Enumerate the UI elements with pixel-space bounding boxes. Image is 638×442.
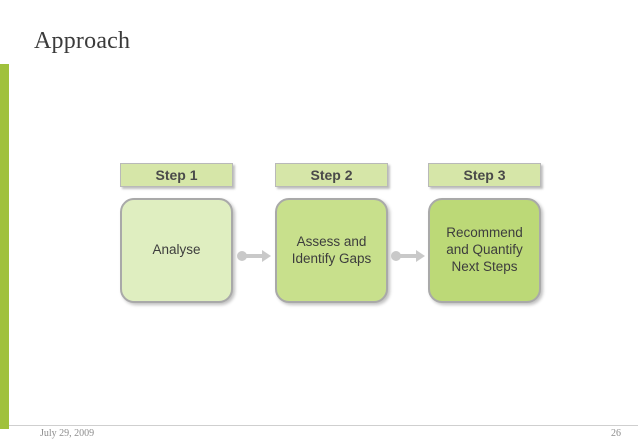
step-1-box: Analyse bbox=[120, 198, 233, 303]
arrow-step2-to-step3 bbox=[391, 250, 425, 262]
step-3-header: Step 3 bbox=[428, 163, 541, 187]
step-2-header: Step 2 bbox=[275, 163, 388, 187]
step-2-label: Assess and Identify Gaps bbox=[291, 233, 372, 266]
arrow-line-icon bbox=[400, 254, 417, 258]
process-diagram: Step 1 Analyse Step 2 Assess and Identif… bbox=[120, 163, 545, 308]
step-2-box: Assess and Identify Gaps bbox=[275, 198, 388, 303]
arrow-step1-to-step2 bbox=[237, 250, 271, 262]
footer-page-number: 26 bbox=[611, 428, 621, 439]
step-3-label: Recommend and Quantify Next Steps bbox=[446, 225, 523, 274]
step-1-label: Analyse bbox=[152, 242, 201, 258]
step-1-header: Step 1 bbox=[120, 163, 233, 187]
arrow-dot-icon bbox=[391, 251, 401, 261]
arrow-head-icon bbox=[416, 250, 425, 262]
left-edge-spacer-bottom bbox=[0, 429, 9, 442]
left-accent-bar bbox=[0, 64, 9, 429]
step-column-1: Step 1 Analyse bbox=[120, 163, 233, 303]
page-title: Approach bbox=[34, 28, 131, 54]
arrow-line-icon bbox=[246, 254, 263, 258]
footer-divider bbox=[9, 425, 638, 426]
step-column-2: Step 2 Assess and Identify Gaps bbox=[275, 163, 388, 303]
arrow-head-icon bbox=[262, 250, 271, 262]
arrow-dot-icon bbox=[237, 251, 247, 261]
step-3-box: Recommend and Quantify Next Steps bbox=[428, 198, 541, 303]
step-column-3: Step 3 Recommend and Quantify Next Steps bbox=[428, 163, 541, 303]
left-edge-spacer-top bbox=[0, 0, 9, 64]
footer-date: July 29, 2009 bbox=[40, 428, 95, 439]
